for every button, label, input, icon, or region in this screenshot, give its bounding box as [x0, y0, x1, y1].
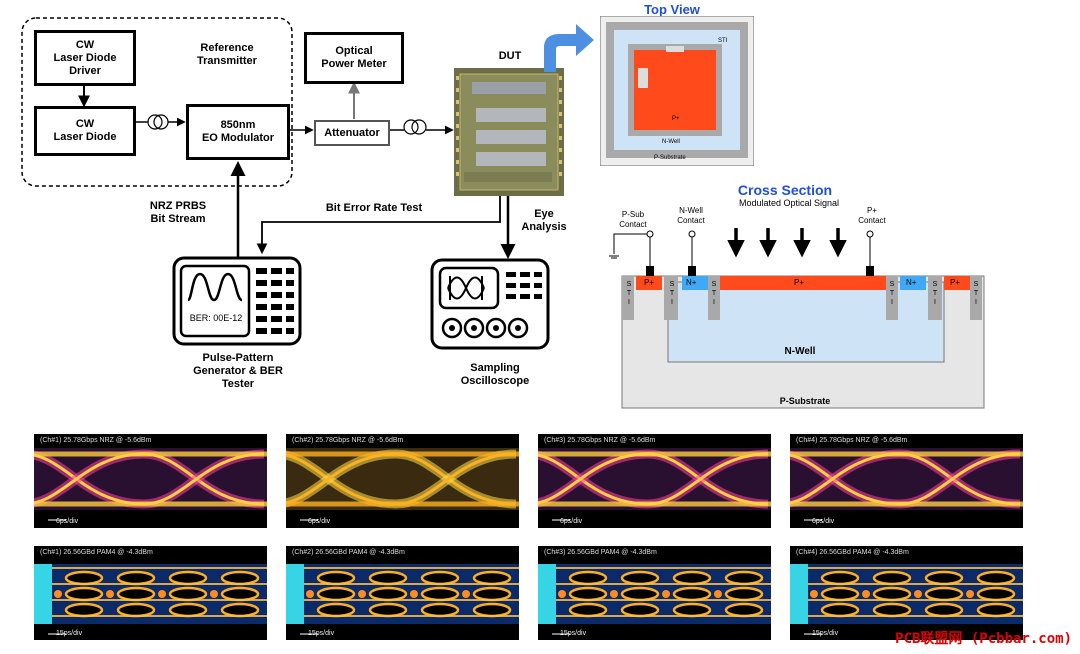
eye-caption: (Ch#2) 26.56GBd PAM4 @ -4.3dBm	[292, 549, 405, 556]
top-view-nwell-label: N-Well	[662, 139, 680, 145]
cross-sti-3: S T I	[711, 281, 717, 306]
eye-caption: (Ch#3) 25.78Gbps NRZ @ -5.6dBm	[544, 437, 656, 444]
top-view-psub-label: P-Substrate	[654, 155, 686, 161]
cross-sti-4: S T I	[889, 281, 895, 306]
cw-laser-diode-label: CW Laser Diode	[53, 118, 117, 143]
cross-nplus-right: N+	[906, 278, 917, 287]
optical-power-meter-box: Optical Power Meter	[304, 32, 404, 84]
pam4-eye-diagram-ch3: (Ch#3) 26.56GBd PAM4 @ -4.3dBm 15ps/div	[538, 546, 771, 640]
eye-caption: (Ch#3) 26.56GBd PAM4 @ -4.3dBm	[544, 549, 657, 556]
cw-laser-diode-box: CW Laser Diode	[34, 106, 136, 156]
attenuator-label: Attenuator	[324, 126, 380, 139]
eye-caption: (Ch#1) 26.56GBd PAM4 @ -4.3dBm	[40, 549, 153, 556]
cross-pplus-left: P+	[644, 278, 655, 287]
psub-contact-label: P-Sub Contact	[619, 210, 647, 229]
cross-nplus-left: N+	[686, 278, 697, 287]
cross-nwell-label: N-Well	[784, 346, 816, 357]
cross-sti-5: S T I	[932, 281, 938, 306]
eye-timescale: 15ps/div	[308, 630, 335, 637]
cross-pplus-center: P+	[794, 278, 805, 287]
setup-connectors	[21, 17, 516, 259]
pulse-pattern-generator-icon	[172, 256, 302, 346]
cross-section-title: Cross Section	[737, 182, 833, 198]
nrz-eye-diagram-ch3: (Ch#3) 25.78Gbps NRZ @ -5.6dBm 6ps/div	[538, 434, 771, 528]
pplus-contact-label: P+ Contact	[858, 206, 886, 225]
cross-sti-2: S T I	[669, 281, 675, 306]
nrz-prbs-label: NRZ PRBS Bit Stream	[149, 200, 207, 225]
nwell-contact-label: N-Well Contact	[677, 206, 705, 225]
eye-timescale: 15ps/div	[560, 630, 587, 637]
cw-laser-driver-label: CW Laser Diode Driver	[53, 38, 117, 77]
eye-caption: (Ch#4) 25.78Gbps NRZ @ -5.6dBm	[796, 437, 908, 444]
nrz-eye-diagram-ch1: (Ch#1) 25.78Gbps NRZ @ -5.6dBm 6ps/div	[34, 434, 267, 528]
eo-modulator-label: 850nm EO Modulator	[201, 119, 275, 144]
eye-timescale: 15ps/div	[56, 630, 83, 637]
pam4-eye-diagram-ch2: (Ch#2) 26.56GBd PAM4 @ -4.3dBm 15ps/div	[286, 546, 519, 640]
top-view-pplus-label: P+	[672, 116, 680, 122]
top-view-arrow	[544, 24, 594, 72]
pulse-pattern-generator-label: Pulse-Pattern Generator & BER Tester	[193, 352, 283, 390]
top-view-title: Top View	[644, 2, 700, 17]
eye-caption: (Ch#4) 26.56GBd PAM4 @ -4.3dBm	[796, 549, 909, 556]
attenuator-box: Attenuator	[314, 120, 390, 146]
cross-pplus-right: P+	[950, 278, 961, 287]
pam4-eye-diagram-ch4: (Ch#4) 26.56GBd PAM4 @ -4.3dBm 15ps/div	[790, 546, 1023, 640]
sampling-oscilloscope-label: Sampling Oscilloscope	[460, 362, 530, 387]
dut-chip-image	[454, 68, 564, 196]
nrz-eye-diagram-ch4: (Ch#4) 25.78Gbps NRZ @ -5.6dBm 6ps/div	[790, 434, 1023, 528]
eye-caption: (Ch#1) 25.78Gbps NRZ @ -5.6dBm	[40, 437, 152, 444]
eye-analysis-label: Eye Analysis	[521, 208, 567, 233]
cross-sti-1: S T I	[626, 281, 632, 306]
sampling-oscilloscope-icon	[430, 258, 550, 350]
dut-label: DUT	[498, 50, 522, 62]
eye-timescale: 6ps/div	[308, 518, 331, 525]
cw-laser-driver-box: CW Laser Diode Driver	[34, 30, 136, 86]
cross-psub-label: P-Substrate	[779, 396, 831, 406]
eye-timescale: 6ps/div	[812, 518, 835, 525]
ber-test-label: Bit Error Rate Test	[325, 202, 423, 214]
optical-power-meter-label: Optical Power Meter	[321, 45, 387, 70]
pam4-eye-diagram-ch1: (Ch#1) 26.56GBd PAM4 @ -4.3dBm 15ps/div	[34, 546, 267, 640]
watermark: PCB联盟网 (Pcbbar.com)	[895, 631, 1072, 647]
top-view-figure	[600, 16, 754, 166]
cross-section-figure	[609, 228, 985, 409]
eo-modulator-box: 850nm EO Modulator	[186, 104, 290, 160]
ber-screen-text: BER: 00E-12	[189, 313, 243, 323]
modulated-signal-label: Modulated Optical Signal	[738, 198, 840, 208]
top-view-sti-label: STI	[718, 38, 728, 44]
eye-timescale: 15ps/div	[812, 630, 839, 637]
eye-timescale: 6ps/div	[560, 518, 583, 525]
cross-sti-6: S T I	[973, 281, 979, 306]
reference-transmitter-label: Reference Transmitter	[197, 42, 257, 67]
eye-timescale: 6ps/div	[56, 518, 79, 525]
nrz-eye-diagram-ch2: (Ch#2) 25.78Gbps NRZ @ -5.6dBm 6ps/div	[286, 434, 519, 528]
eye-caption: (Ch#2) 25.78Gbps NRZ @ -5.6dBm	[292, 437, 404, 444]
